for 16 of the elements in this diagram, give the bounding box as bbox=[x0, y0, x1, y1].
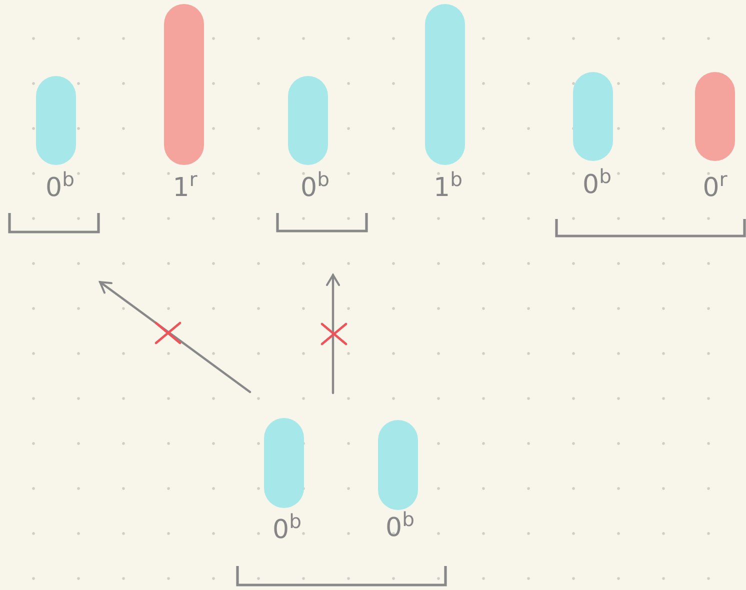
bar bbox=[36, 76, 76, 165]
bracket bbox=[8, 212, 100, 234]
bar bbox=[378, 420, 418, 510]
bracket bbox=[236, 565, 447, 587]
bracket bbox=[555, 218, 746, 238]
bar bbox=[264, 418, 304, 508]
arrow bbox=[326, 274, 340, 394]
bar bbox=[164, 4, 204, 165]
bar bbox=[288, 76, 328, 165]
bar bbox=[695, 72, 735, 161]
bar bbox=[573, 72, 613, 161]
bar bbox=[425, 4, 465, 165]
bit-label: 0$^{r}$ bbox=[702, 175, 728, 201]
arrow bbox=[98, 280, 252, 394]
bit-label: 1$^{r}$ bbox=[172, 175, 198, 201]
bracket bbox=[276, 212, 368, 233]
